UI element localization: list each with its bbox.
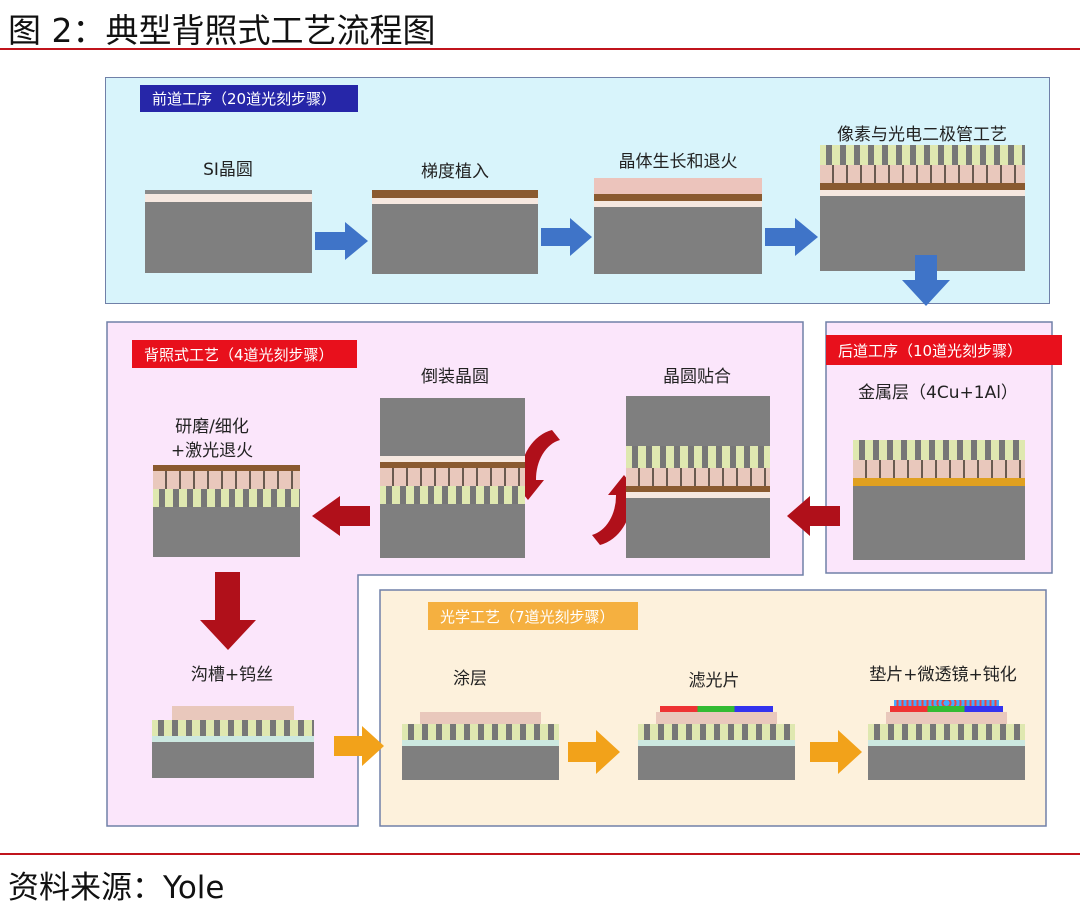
arrow-down-icon bbox=[902, 255, 950, 306]
wafer-flipped bbox=[380, 398, 525, 558]
stage-flip: 倒装晶圆 bbox=[421, 367, 489, 387]
source-note: 资料来源：Yole bbox=[8, 870, 225, 906]
arrow-right-icon bbox=[568, 730, 620, 774]
arrow-right-icon bbox=[334, 726, 384, 766]
arrow-left-icon bbox=[312, 496, 370, 536]
wafer-thinned bbox=[153, 465, 300, 557]
stage-coating: 涂层 bbox=[453, 669, 487, 689]
wafer-metal bbox=[853, 440, 1025, 560]
back-end-tag: 后道工序（10道光刻步骤） bbox=[826, 335, 1062, 365]
arrow-left-icon bbox=[787, 496, 840, 536]
stage-trench: 沟槽+钨丝 bbox=[190, 665, 274, 685]
stage-metal: 金属层（4Cu+1Al） bbox=[858, 383, 1018, 403]
arrow-right-icon bbox=[810, 730, 862, 774]
stage-pixel-photodiode: 像素与光电二极管工艺 bbox=[837, 125, 1007, 145]
stage-si-wafer: SI晶圆 bbox=[203, 160, 253, 180]
arrow-right-icon bbox=[541, 218, 592, 256]
wafer-microlens bbox=[868, 700, 1025, 780]
wafer-trench bbox=[152, 706, 314, 778]
optical-tag: 光学工艺（7道光刻步骤） bbox=[428, 602, 638, 630]
bsi-tag: 背照式工艺（4道光刻步骤） bbox=[132, 340, 357, 368]
stage-microlens: 垫片+微透镜+钝化 bbox=[869, 665, 1017, 685]
arrow-down-icon bbox=[200, 572, 256, 650]
stage-thin: 研磨/细化 bbox=[175, 417, 249, 437]
stage-laser-anneal: +激光退火 bbox=[170, 441, 254, 461]
wafer-filter bbox=[638, 706, 795, 780]
wafer-bonded bbox=[626, 396, 770, 558]
wafer-epi bbox=[594, 178, 762, 274]
wafer-implant bbox=[372, 190, 538, 274]
stage-implant: 梯度植入 bbox=[421, 162, 489, 182]
arrow-right-icon bbox=[315, 222, 368, 260]
stage-color-filter: 滤光片 bbox=[688, 671, 740, 691]
top-rule bbox=[0, 48, 1080, 50]
arrow-right-icon bbox=[765, 218, 818, 256]
stage-epi-anneal: 晶体生长和退火 bbox=[618, 152, 738, 172]
wafer-coating bbox=[402, 712, 559, 780]
front-end-tag: 前道工序（20道光刻步骤） bbox=[140, 85, 358, 112]
figure-title: 图 2：典型背照式工艺流程图 bbox=[8, 11, 436, 50]
wafer-si bbox=[145, 190, 312, 273]
bottom-rule bbox=[0, 853, 1080, 855]
stage-bond: 晶圆贴合 bbox=[663, 367, 731, 387]
